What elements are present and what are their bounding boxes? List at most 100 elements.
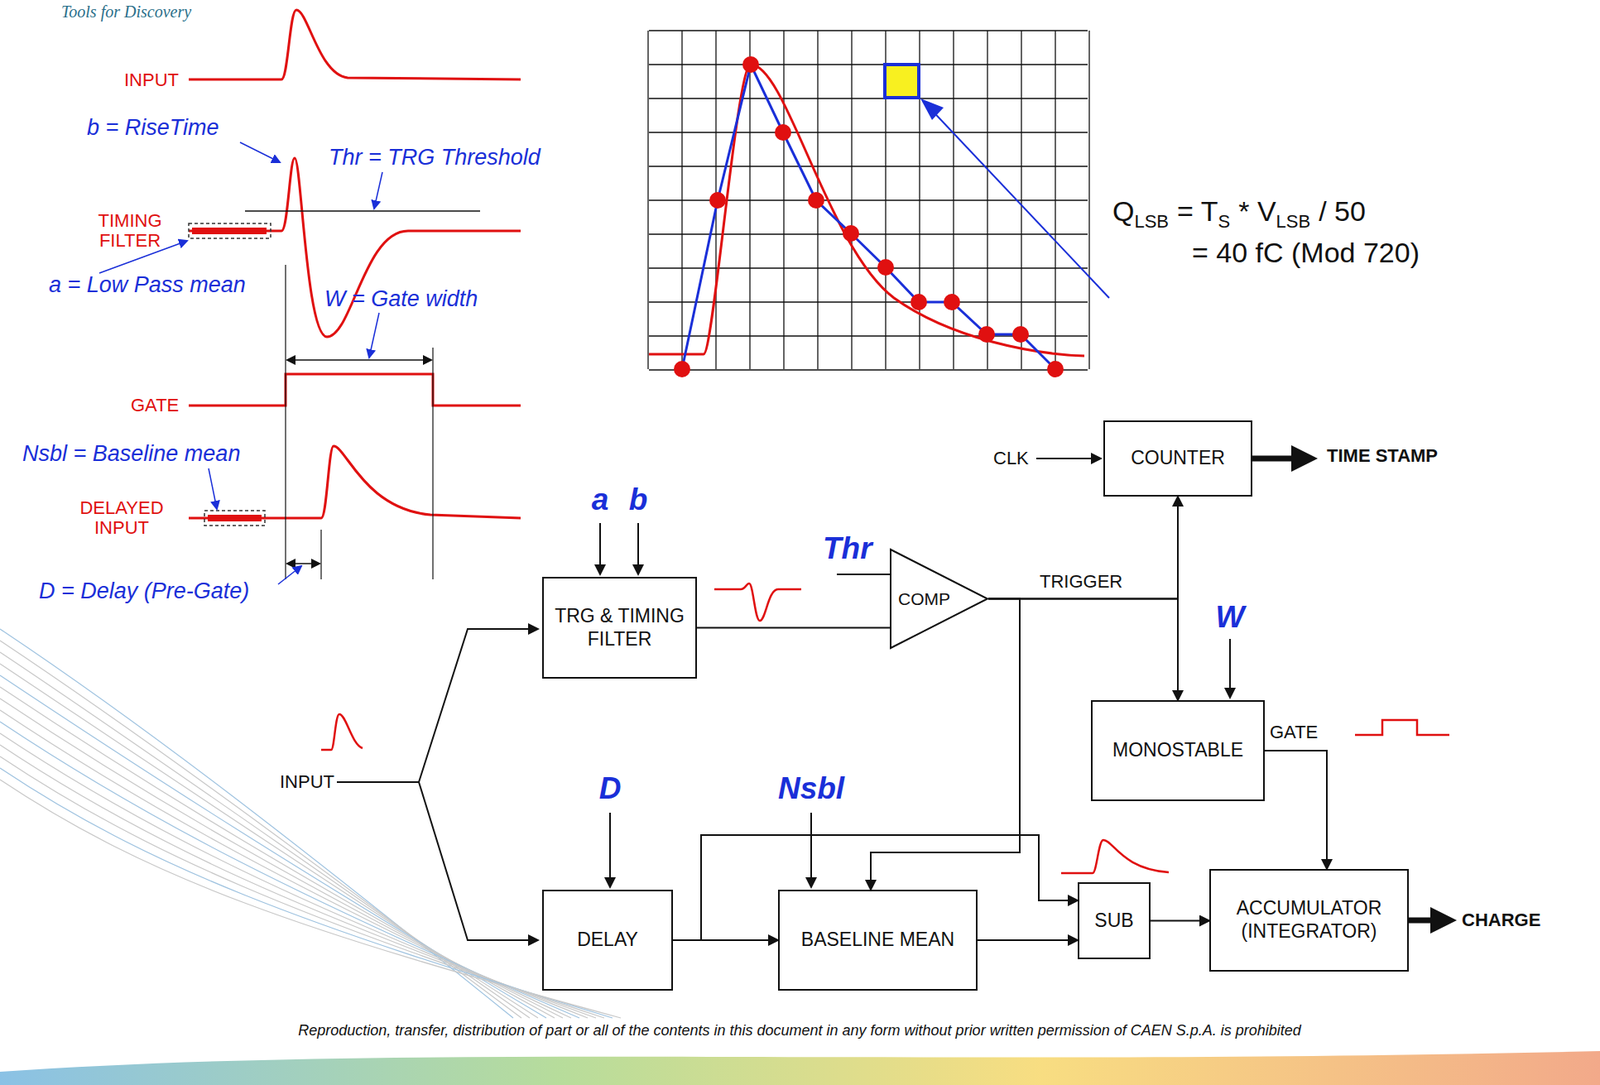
node-text-wrap: DELAY: [576, 928, 639, 952]
text-label: Nsbl = Baseline mean: [22, 442, 241, 467]
node-label: DELAY: [576, 928, 639, 952]
connector: [977, 939, 1078, 942]
sample-dot: [673, 360, 691, 378]
decor-line: [0, 652, 530, 1019]
text-label: Q: [1112, 195, 1134, 227]
node-label: COMP: [898, 588, 951, 610]
filter-box: TRG & TIMING FILTER: [542, 576, 697, 679]
sampled-curve: [682, 64, 1056, 370]
node-label: ACCUMULATOR (INTEGRATOR): [1217, 897, 1401, 943]
triangle-shape: [890, 549, 988, 649]
connector: [696, 627, 890, 630]
analog-curve: [648, 64, 1085, 356]
text-label: Thr: [822, 532, 873, 567]
decor-band: [0, 1051, 1600, 1085]
sample-dot: [709, 192, 726, 209]
grid-line: [647, 30, 649, 370]
grid-line: [648, 233, 1088, 235]
node-text-wrap: COUNTER: [1130, 446, 1226, 471]
text-label: GATE: [1269, 722, 1318, 743]
text-label: INPUT: [124, 70, 179, 91]
node-label: SUB: [1094, 909, 1134, 933]
sample-dot: [842, 225, 860, 242]
decor-line: [0, 756, 605, 1019]
counter-box: COUNTER: [1103, 420, 1253, 497]
text-label: INPUT: [277, 772, 337, 793]
text-label: b: [629, 483, 649, 518]
text-label: GATE: [130, 395, 179, 416]
plot-grid: [648, 30, 1090, 370]
node-label: TRG & TIMING FILTER: [550, 605, 689, 651]
text-label: Tools for Discovery: [61, 2, 192, 21]
decor-line: [0, 698, 563, 1019]
grid-line: [648, 63, 1088, 65]
decor-line: [0, 675, 547, 1019]
sample-dot: [978, 326, 995, 343]
text-label: = T: [1177, 195, 1218, 227]
grid-line: [648, 369, 1088, 370]
grid-line: [648, 29, 1088, 31]
decor-swoosh: [0, 629, 621, 1019]
decor-line: [0, 779, 621, 1019]
connector: [988, 496, 1178, 600]
text-label: D: [599, 772, 622, 807]
waveform-marks: [188, 211, 481, 580]
decor-line: [0, 744, 596, 1019]
grid-line: [1088, 30, 1090, 370]
node-text-wrap: TRG & TIMING FILTER: [550, 605, 689, 651]
sample-dot: [877, 259, 894, 276]
grid-line: [648, 267, 1088, 269]
text-label: LSB: [1133, 211, 1169, 232]
text-label: S: [1218, 211, 1231, 232]
sample-dot: [1012, 326, 1029, 343]
lsb-cell: [884, 64, 919, 98]
sub-box: SUB: [1077, 882, 1151, 960]
text-label: DELAYED INPUT: [72, 498, 172, 539]
connector: [1150, 920, 1210, 923]
grid-line: [648, 97, 1088, 99]
node-text-wrap: BASELINE MEAN: [801, 928, 955, 952]
text-label: W: [1215, 600, 1245, 635]
node-text-wrap: SUB: [1094, 909, 1134, 933]
monostable-box: MONOSTABLE: [1090, 700, 1265, 802]
text-label: W = Gate width: [324, 287, 478, 313]
node-text-wrap: MONOSTABLE: [1112, 739, 1244, 763]
text-label: LSB: [1276, 211, 1312, 232]
node-text-wrap: COMP: [898, 588, 951, 610]
baseline-box: BASELINE MEAN: [778, 889, 978, 991]
text-label: CLK: [993, 448, 1029, 469]
text-label: Nsbl: [778, 772, 845, 807]
decor-line: [0, 721, 580, 1019]
comparator-triangle: COMP: [889, 548, 989, 649]
text-label: * V: [1238, 195, 1276, 227]
text-label: b = RiseTime: [86, 115, 220, 141]
decor-line: [0, 710, 572, 1019]
node-label: MONOSTABLE: [1112, 739, 1244, 763]
grid-line: [648, 131, 1088, 133]
decor-line: [0, 687, 555, 1019]
output-arrows: [1252, 445, 1457, 934]
sample-dots: [673, 56, 1064, 378]
text-label: / 50: [1318, 195, 1366, 227]
sample-dot: [1047, 360, 1064, 378]
grid-line: [648, 165, 1088, 167]
text-label: = 40 fC (Mod 720): [1191, 237, 1420, 269]
text-label: TIMING FILTER: [88, 211, 172, 251]
text-label: CHARGE: [1461, 910, 1541, 931]
sample-dot: [742, 56, 760, 73]
node-text-wrap: ACCUMULATOR (INTEGRATOR): [1217, 897, 1401, 943]
formula: QLSB= TS* VLSB/ 50: [1112, 195, 1366, 233]
text-label: a = Low Pass mean: [48, 273, 246, 298]
decor-line: [0, 629, 514, 1019]
text-label: Thr = TRG Threshold: [328, 145, 541, 171]
decor-line: [0, 733, 588, 1019]
sample-dot: [774, 124, 792, 141]
connector: [1264, 750, 1327, 870]
wires: [336, 458, 1231, 941]
decor-line: [0, 768, 613, 1019]
text-label: D = Delay (Pre-Gate): [38, 579, 250, 605]
accumulator-box: ACCUMULATOR (INTEGRATOR): [1209, 869, 1409, 972]
text-label: a: [591, 483, 610, 518]
node-label: COUNTER: [1130, 446, 1226, 471]
text-label: Reproduction, transfer, distribution of …: [295, 1023, 1304, 1040]
